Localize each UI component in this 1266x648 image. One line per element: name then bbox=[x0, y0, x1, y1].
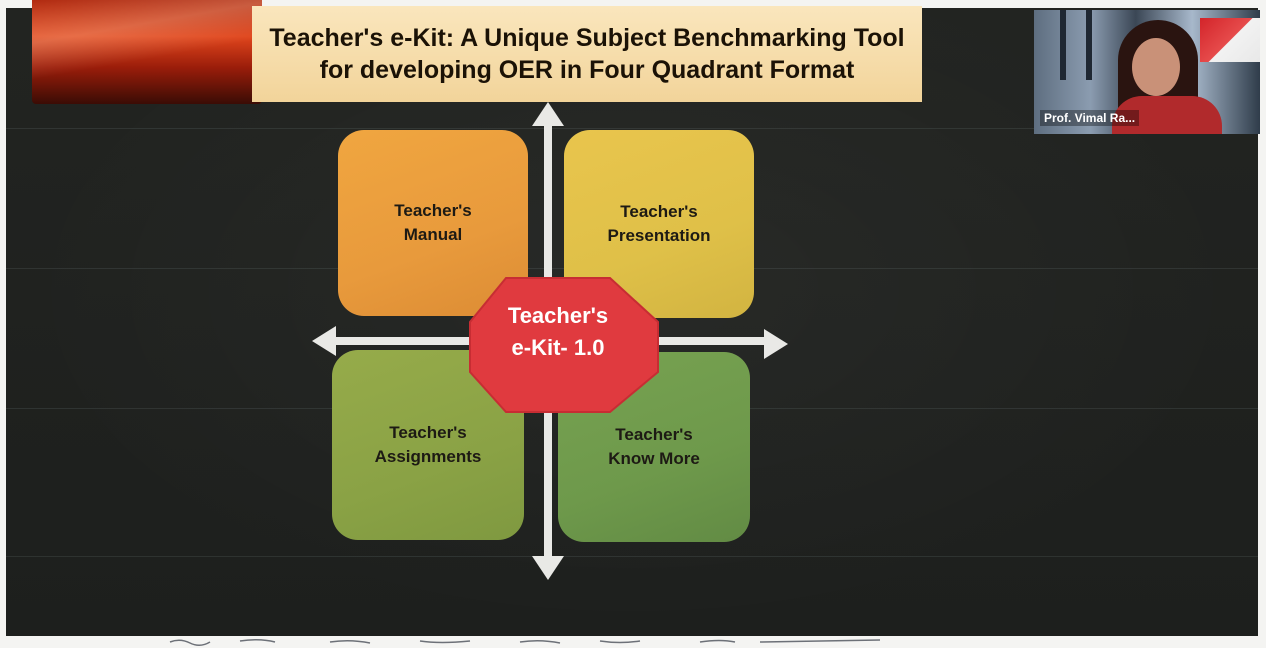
center-octagon bbox=[469, 277, 659, 413]
participant-face bbox=[1132, 38, 1180, 96]
quadrant-label: Teacher's Assignments bbox=[374, 423, 482, 466]
quadrant-label: Teacher's Manual bbox=[394, 201, 472, 244]
participant-body bbox=[1112, 96, 1222, 134]
flame-decoration bbox=[32, 0, 262, 104]
arrow-up-icon bbox=[532, 102, 564, 126]
center-label: Teacher's e-Kit- 1.0 bbox=[507, 303, 609, 360]
video-bg-pillar bbox=[1060, 10, 1066, 80]
arrow-down-icon bbox=[532, 556, 564, 580]
participant-video-tile[interactable]: Prof. Vimal Ra... bbox=[1034, 10, 1260, 134]
participant-name-label: Prof. Vimal Ra... bbox=[1040, 110, 1140, 126]
arrow-right-icon bbox=[764, 329, 788, 359]
video-bg-flag bbox=[1200, 18, 1260, 62]
handwriting-scribble bbox=[169, 638, 881, 646]
scanline bbox=[6, 556, 1258, 557]
quadrant-teachers-manual: Teacher's Manual bbox=[338, 130, 528, 316]
quadrant-label: Teacher's Know More bbox=[608, 425, 700, 468]
video-bg-pillar bbox=[1086, 10, 1092, 80]
slide-title: Teacher's e-Kit: A Unique Subject Benchm… bbox=[269, 24, 905, 84]
slide-title-box: Teacher's e-Kit: A Unique Subject Benchm… bbox=[252, 6, 922, 102]
scanline bbox=[6, 128, 1258, 129]
arrow-left-icon bbox=[312, 326, 336, 356]
quadrant-label: Teacher's Presentation bbox=[607, 202, 711, 245]
